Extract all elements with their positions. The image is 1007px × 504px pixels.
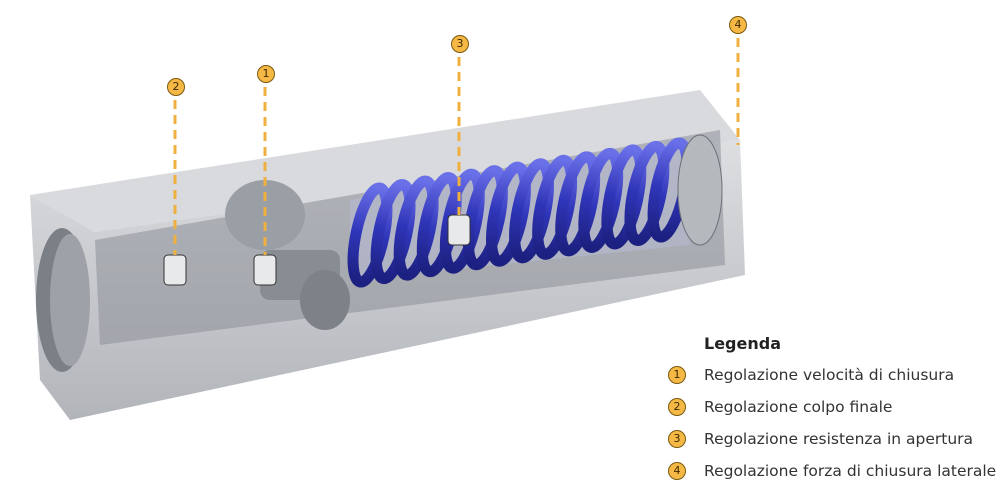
valve-1 xyxy=(253,254,277,286)
valve-2 xyxy=(163,254,187,286)
callout-3: 3 xyxy=(451,35,469,53)
spring-coil xyxy=(347,182,393,288)
legend-number-4: 4 xyxy=(668,462,686,480)
spring-coil xyxy=(370,178,416,285)
legend-number-2: 2 xyxy=(668,398,686,416)
spring-coil xyxy=(509,158,554,264)
spring-coil xyxy=(532,154,578,260)
piston-end xyxy=(677,134,723,246)
callout-1: 1 xyxy=(257,65,275,83)
legend-item: 4 Regolazione forza di chiusura laterale xyxy=(668,455,996,487)
spring-coil xyxy=(486,161,531,267)
spring-coil xyxy=(555,151,601,257)
legend-item: 1 Regolazione velocità di chiusura xyxy=(668,359,996,391)
legend-label: Regolazione forza di chiusura laterale xyxy=(704,462,997,480)
legend-number-3: 3 xyxy=(668,430,686,448)
legend-title: Legenda xyxy=(704,334,781,353)
legend-number-1: 1 xyxy=(668,366,686,384)
legend: Legenda 1 Regolazione velocità di chiusu… xyxy=(668,334,996,487)
callout-2: 2 xyxy=(167,78,185,96)
spring xyxy=(347,137,693,288)
spring-coil xyxy=(462,165,508,271)
legend-label: Regolazione resistenza in apertura xyxy=(704,430,974,448)
valve-3 xyxy=(447,214,471,246)
housing-top xyxy=(30,90,740,232)
spring-coil xyxy=(624,140,670,247)
legend-label: Regolazione colpo finale xyxy=(704,398,893,416)
legend-item: 2 Regolazione colpo finale xyxy=(668,391,996,423)
legend-item: 3 Regolazione resistenza in apertura xyxy=(668,423,996,455)
spring-coil xyxy=(578,147,624,253)
spring-coil xyxy=(601,144,647,250)
callout-4: 4 xyxy=(729,16,747,34)
legend-label: Regolazione velocità di chiusura xyxy=(704,366,955,384)
spring-coil xyxy=(393,175,439,281)
